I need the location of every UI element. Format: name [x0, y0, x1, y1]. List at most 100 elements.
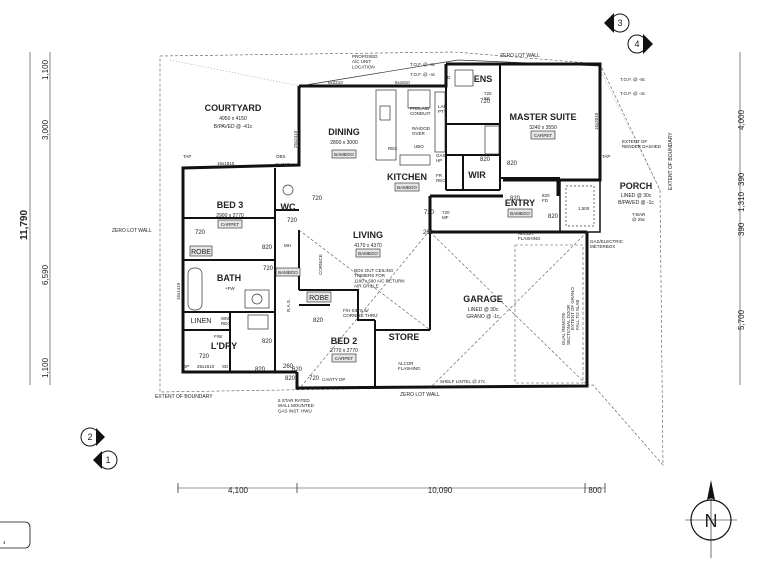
window-bed3-north: 16x1810 — [217, 161, 235, 166]
note-tof-1: T.O.F. @ -8c — [410, 62, 436, 67]
section-ref-1: 1 — [105, 455, 110, 465]
door-size-label: 820 — [262, 339, 273, 345]
note-sd: SD — [444, 75, 451, 80]
note-tap-left: TAP — [183, 154, 191, 159]
courtyard-finish: B/PAVED @ -41c — [214, 124, 253, 130]
living-south-finish: BAMBOO — [278, 270, 298, 275]
corner-tag: 4 — [0, 521, 31, 549]
interior-walls — [183, 64, 560, 388]
porch-finish: LINED @ 30c — [621, 193, 652, 199]
note-shelf-lintel: SHELF LINTEL @ 27c — [440, 379, 486, 384]
entry-finish: BAMBOO — [510, 211, 530, 216]
bed2-size: 2770 x 2770 — [330, 348, 358, 354]
dim-right-3: 1,310 — [737, 191, 746, 212]
section-ref-bottom: 2 1 — [80, 427, 118, 470]
garage-overlay — [298, 229, 588, 389]
note-dp: DP — [183, 364, 189, 369]
room-wir: WIR — [468, 170, 486, 180]
window-master-east: 16x2010 — [594, 112, 599, 130]
door-size-label: 720 — [287, 218, 298, 224]
robe-bed3: ROBE — [191, 249, 211, 256]
room-bed3: BED 3 — [217, 200, 244, 210]
section-ref-3: 3 — [617, 18, 622, 28]
note-tof-3: T.O.F. @ -8c — [620, 77, 646, 82]
section-ref-top: 3 4 — [604, 13, 653, 54]
porch-paved: B/PAVED @ -1c — [618, 200, 654, 206]
door-size-label: 820 — [548, 214, 559, 220]
note-extent-boundary-left: EXTENT OF BOUNDARY — [155, 394, 213, 400]
garage-finish: LINED @ 30c — [468, 307, 499, 313]
room-entry: ENTRY — [505, 198, 535, 208]
door-size-label: 620 — [292, 367, 303, 373]
window-kitchen-north: 6x1810 — [395, 80, 410, 85]
living-finish: BAMBOO — [358, 251, 378, 256]
compass-north-letter: N — [705, 511, 718, 531]
corner-tag-text: 4 — [3, 540, 6, 545]
room-wc: WC — [281, 202, 296, 212]
master-size: 3240 x 3550 — [529, 125, 557, 131]
door-size-label: 720 — [312, 196, 323, 202]
note-zero-lot-left: ZERO LOT WALL — [112, 228, 152, 234]
window-courtyard-north: 6x2210 — [328, 80, 343, 85]
room-laundry: L'DRY — [211, 341, 237, 351]
room-dining: DINING — [328, 127, 360, 137]
bed2-finish: CARPET — [335, 356, 354, 361]
note-obs: OBS — [276, 154, 286, 159]
dim-right-2: 390 — [737, 172, 746, 186]
kitchen-finish: BAMBOO — [397, 185, 417, 190]
robe-bed2: ROBE — [309, 295, 329, 302]
bed3-finish: CARPET — [221, 222, 240, 227]
dim-left-4: 1,100 — [41, 357, 50, 378]
window-obs: 11x610 — [275, 162, 290, 167]
note-floor-waste: +FW — [225, 286, 235, 291]
door-size-label: 820 — [262, 245, 273, 251]
door-size-label: 820 — [285, 376, 296, 382]
note-rec: REC — [388, 146, 398, 151]
room-bed2: BED 2 — [331, 336, 358, 346]
dimensions-bottom: 4,100 10,090 800 — [177, 483, 606, 495]
door-size-label: 720 — [199, 354, 210, 360]
bed3-size: 2900 x 2770 — [216, 213, 244, 219]
room-kitchen: KITCHEN — [387, 172, 427, 182]
room-porch: PORCH — [620, 181, 653, 191]
door-size-label: 720 — [195, 230, 206, 236]
section-ref-2: 2 — [87, 432, 92, 442]
door-size-label: 720 — [424, 210, 435, 216]
window-entry: 1,500 — [578, 206, 590, 211]
living-size: 4170 x 4370 — [354, 243, 382, 249]
door-size-label: 820 — [507, 161, 518, 167]
dining-finish: BAMBOO — [334, 152, 354, 157]
note-tof-4: T.O.F. @ -4c — [620, 91, 646, 96]
garage-grano: GRANO @ -1c — [466, 314, 500, 320]
note-fh-sids: F/H SID'S w/CORNICE THRU' — [343, 308, 378, 318]
door-size-label: 260 — [283, 364, 294, 370]
dim-right-4: 390 — [737, 222, 746, 236]
dim-left-total: 11,790 — [19, 210, 30, 240]
room-store: STORE — [389, 332, 420, 342]
courtyard-size: 4950 x 4150 — [219, 116, 247, 122]
window-sd-bottom: SD — [222, 364, 229, 369]
note-ras: R.A.S. — [286, 299, 291, 312]
note-tap-right: TAP — [602, 154, 610, 159]
note-tof-2: T.O.F. @ -4c — [410, 72, 436, 77]
dim-right-1: 4,000 — [737, 109, 746, 130]
note-sectional-door: DUAL REMOTESECTIONAL DOOR — [561, 304, 571, 345]
note-extent-grano: EXTENT OF GRANOFALL TO SLAB — [570, 287, 580, 330]
room-ensuite: ENS — [474, 74, 493, 84]
room-linen: LINEN — [191, 318, 212, 325]
note-mh: MH — [284, 243, 291, 248]
window-dining-east: 25x2410 — [293, 130, 298, 148]
